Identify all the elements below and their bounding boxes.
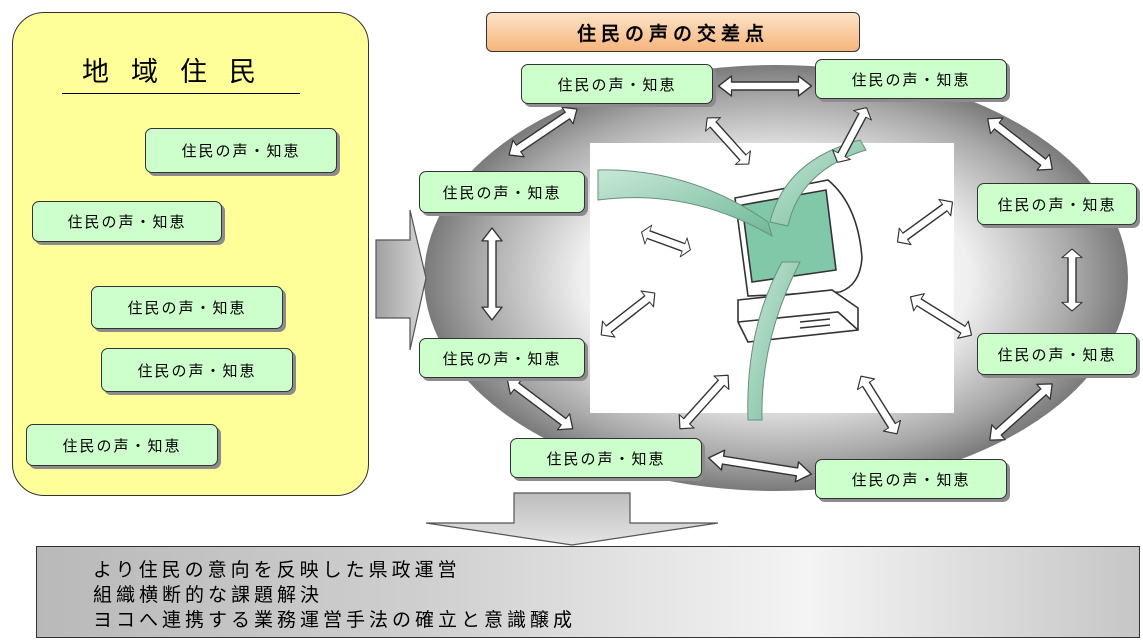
outcome-box	[36, 546, 1140, 638]
residents-panel	[12, 12, 369, 496]
resident-voice-node: 住民の声・知恵	[32, 201, 222, 242]
crossing-voice-node: 住民の声・知恵	[977, 183, 1137, 225]
crossing-title: 住民の声の交差点	[486, 12, 860, 52]
crossing-voice-node: 住民の声・知恵	[815, 459, 1007, 499]
outcome-line: 組織横断的な課題解決	[93, 584, 324, 606]
input-arrow-icon	[375, 209, 427, 351]
residents-title: 地域住民	[82, 57, 278, 88]
crossing-voice-node: 住民の声・知恵	[419, 338, 585, 378]
outcome-line: より住民の意向を反映した県政運営	[93, 559, 461, 581]
crossing-voice-node: 住民の声・知恵	[521, 64, 713, 104]
resident-voice-node: 住民の声・知恵	[101, 348, 293, 392]
resident-voice-node: 住民の声・知恵	[91, 286, 283, 329]
outcome-line: ヨコへ連携する業務運営手法の確立と意識醸成	[93, 609, 577, 631]
crossing-voice-node: 住民の声・知恵	[977, 333, 1137, 375]
residents-title-underline	[62, 93, 300, 94]
crossing-voice-node: 住民の声・知恵	[419, 171, 585, 213]
voice-strands	[597, 139, 867, 421]
output-arrow-icon	[425, 492, 719, 546]
computer-icon	[734, 179, 863, 343]
crossing-voice-node: 住民の声・知恵	[815, 59, 1007, 99]
crossing-voice-node: 住民の声・知恵	[510, 438, 702, 478]
resident-voice-node: 住民の声・知恵	[145, 128, 337, 173]
resident-voice-node: 住民の声・知恵	[26, 424, 218, 466]
